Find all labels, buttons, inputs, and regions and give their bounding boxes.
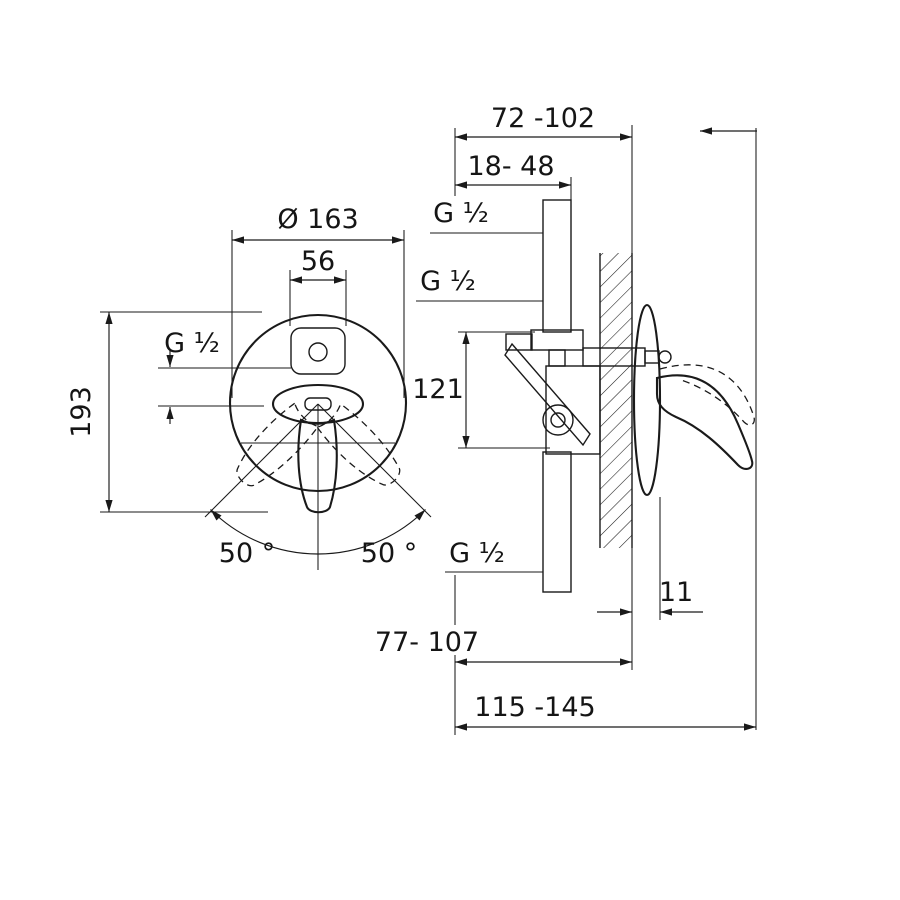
- dimension-11: 11: [597, 577, 703, 616]
- dim-label-163: Ø 163: [277, 204, 358, 235]
- concealed-valve-body: [504, 329, 601, 455]
- lever-handle-side: [655, 374, 754, 470]
- dim-label-77-107: 77- 107: [375, 627, 479, 658]
- thread-label-top: G ¹⁄₂: [433, 198, 489, 229]
- thread-label-mid: G ¹⁄₂: [420, 266, 476, 297]
- dimension-77-107: 77- 107: [375, 627, 632, 666]
- dim-label-56: 56: [301, 246, 335, 277]
- extension-lines: [454, 125, 757, 735]
- lever-dashed-right: [316, 402, 401, 486]
- valve-housing: [545, 365, 601, 455]
- dim-label-121: 121: [412, 374, 464, 405]
- outlet-boss: [542, 404, 574, 436]
- lever-dashed-side: [659, 364, 755, 426]
- wall-hatch: [600, 253, 632, 548]
- union-nut: [530, 329, 584, 351]
- dim-label-11: 11: [659, 577, 693, 608]
- handle-hub: [271, 383, 365, 425]
- supply-pipe-top: [542, 199, 572, 333]
- front-view: [158, 313, 432, 570]
- side-port-stub: [505, 333, 533, 351]
- thread-mid: G ¹⁄₂: [416, 266, 543, 302]
- angle-arc-right: [317, 509, 426, 555]
- thread-label-left: G ¹⁄₂: [164, 328, 220, 359]
- thread-bottom: G ¹⁄₂: [445, 538, 543, 573]
- swivel-angle-lines: [204, 403, 432, 570]
- dim-label-72-102: 72 -102: [491, 103, 595, 134]
- dimension-18-48: 18- 48: [455, 151, 571, 189]
- dimension-121: 121: [412, 331, 550, 449]
- side-view: [504, 199, 755, 593]
- left-port-reference-lines: [158, 350, 291, 424]
- dimension-72-102: 72 -102: [455, 103, 757, 141]
- thread-label-bottom: G ¹⁄₂: [449, 538, 505, 569]
- diverter-knob: [308, 342, 328, 362]
- dimension-115-145: 115 -145: [455, 692, 756, 731]
- dim-label-193: 193: [66, 386, 97, 438]
- cartridge-cover: [290, 327, 346, 375]
- mounting-bracket: [504, 342, 591, 447]
- dim-label-18-48: 18- 48: [467, 151, 554, 182]
- dim-label-115-145: 115 -145: [474, 692, 595, 723]
- angle-label-left: 50 °: [219, 538, 275, 569]
- escutcheon-side: [632, 303, 662, 497]
- hub-slot: [304, 397, 332, 411]
- outlet-bore: [550, 412, 566, 428]
- angle-label-right: 50 °: [361, 538, 417, 569]
- supply-pipe-bottom: [542, 451, 572, 593]
- thread-top: G ¹⁄₂: [430, 198, 543, 234]
- dimension-cartridge-width: 56: [289, 246, 347, 326]
- dimension-height-193: 193: [66, 311, 268, 513]
- angle-arc-left: [210, 509, 319, 555]
- dimension-plate-diameter: Ø 163: [231, 204, 405, 398]
- valve-neck: [548, 349, 566, 367]
